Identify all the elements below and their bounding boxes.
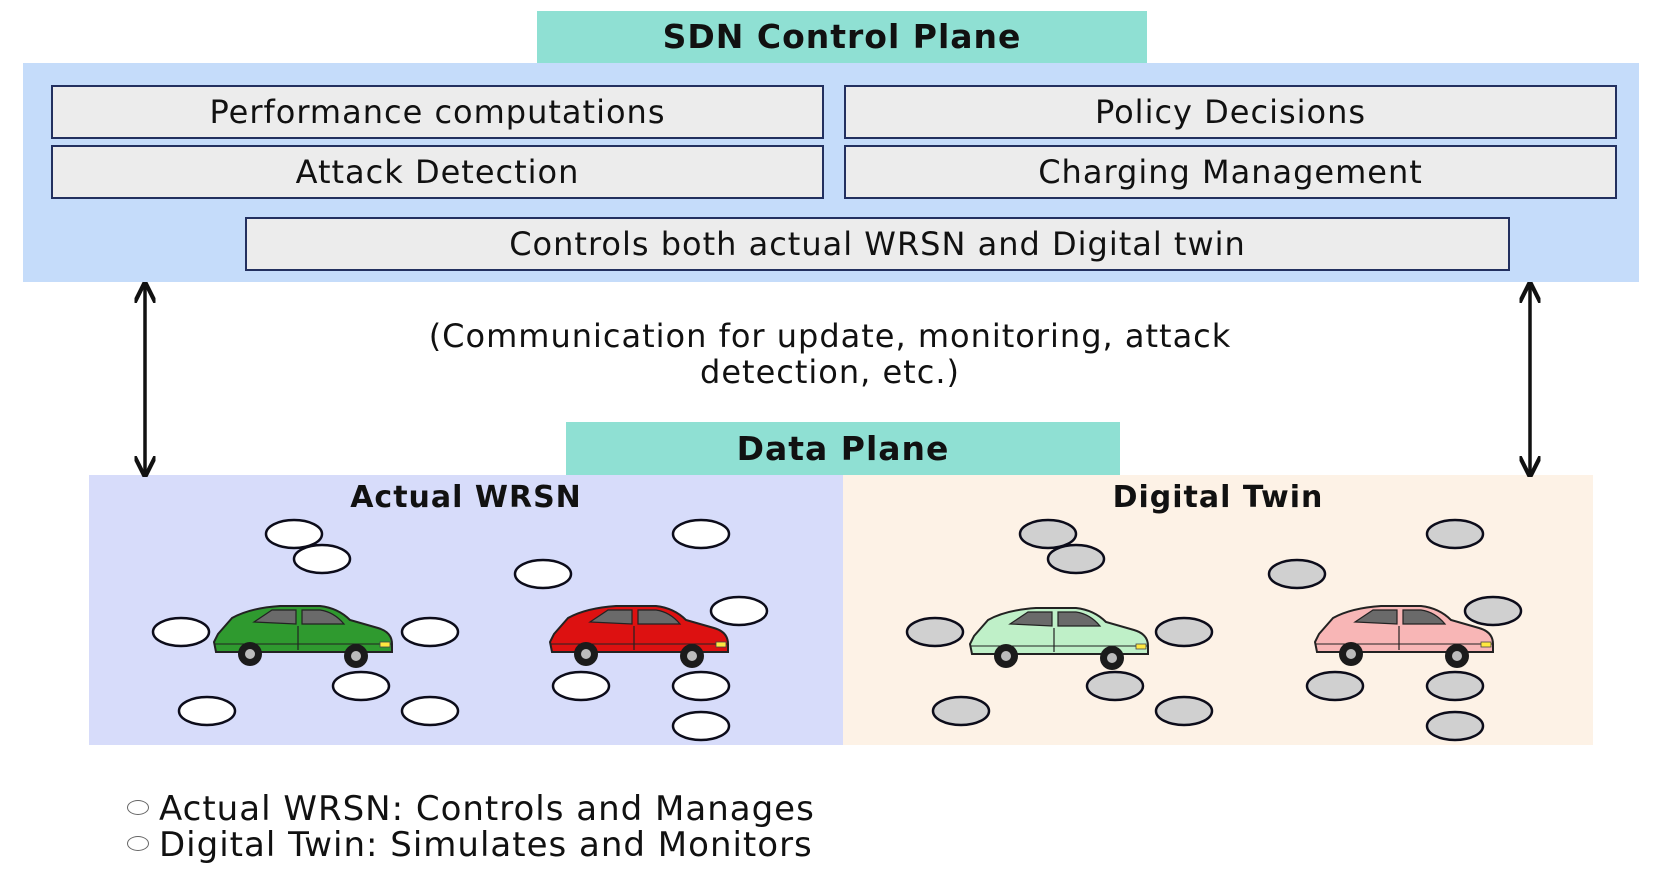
legend-node-icon	[127, 836, 149, 851]
digital-twin-title: Digital Twin	[1112, 480, 1324, 515]
actual-sensor-node	[331, 670, 391, 702]
actual-sensor-node	[551, 670, 611, 702]
vehicle-green-car	[212, 605, 393, 668]
actual-sensor-node	[177, 695, 237, 727]
twin-sensor-node	[1267, 558, 1327, 590]
vehicle-pink-car	[1313, 605, 1494, 668]
twin-sensor-node	[1463, 595, 1523, 627]
data-plane-title: Data Plane	[566, 422, 1120, 475]
attack-detection-box: Attack Detection	[51, 145, 824, 199]
actual-sensor-node	[151, 616, 211, 648]
actual-sensor-node	[264, 518, 324, 550]
twin-sensor-node	[1425, 518, 1485, 550]
actual-sensor-node	[400, 616, 460, 648]
legend-item-actual: Actual WRSN: Controls and Manages	[127, 790, 815, 828]
actual-sensor-node	[709, 595, 769, 627]
twin-sensor-node	[1046, 543, 1106, 575]
legend-text-actual: Actual WRSN: Controls and Manages	[159, 789, 815, 829]
twin-sensor-node	[931, 695, 991, 727]
twin-sensor-node	[1425, 670, 1485, 702]
vehicle-light-green-car	[968, 607, 1149, 670]
legend-item-twin: Digital Twin: Simulates and Monitors	[127, 826, 813, 864]
policy-decisions-box: Policy Decisions	[844, 85, 1617, 139]
performance-computations-box: Performance computations	[51, 85, 824, 139]
twin-sensor-node	[1018, 518, 1078, 550]
actual-sensor-node	[671, 670, 731, 702]
twin-sensor-node	[905, 616, 965, 648]
twin-sensor-node	[1085, 670, 1145, 702]
legend-node-icon	[127, 800, 149, 815]
control-plane-title: SDN Control Plane	[537, 11, 1147, 63]
vehicle-red-car	[548, 605, 729, 668]
actual-sensor-node	[671, 710, 731, 742]
actual-wrsn-title: Actual WRSN	[350, 480, 582, 515]
communication-line-1: (Communication for update, monitoring, a…	[428, 317, 1232, 355]
communication-caption: (Communication for update, monitoring, a…	[150, 318, 1510, 390]
actual-sensor-node	[292, 543, 352, 575]
twin-sensor-node	[1305, 670, 1365, 702]
communication-line-2: detection, etc.)	[700, 353, 960, 391]
legend-text-twin: Digital Twin: Simulates and Monitors	[159, 825, 813, 865]
twin-sensor-node	[1154, 695, 1214, 727]
actual-sensor-node	[513, 558, 573, 590]
actual-sensor-node	[671, 518, 731, 550]
charging-management-box: Charging Management	[844, 145, 1617, 199]
twin-sensor-node	[1425, 710, 1485, 742]
controls-both-box: Controls both actual WRSN and Digital tw…	[245, 217, 1510, 271]
twin-sensor-node	[1154, 616, 1214, 648]
actual-sensor-node	[400, 695, 460, 727]
